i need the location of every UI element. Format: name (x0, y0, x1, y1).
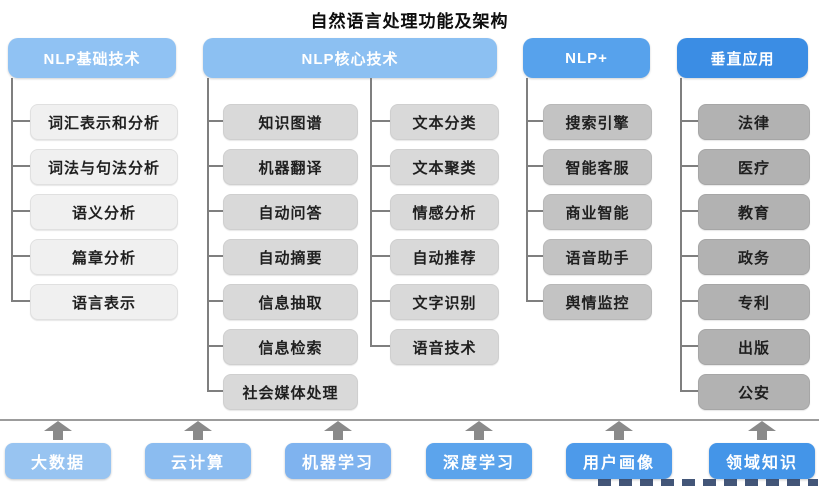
connector-vline (11, 78, 13, 301)
connector-tick (370, 255, 390, 257)
node-NLP核心技术-自动摘要: 自动摘要 (223, 239, 358, 275)
connector-tick (11, 255, 30, 257)
node-NLP基础技术-篇章分析: 篇章分析 (30, 239, 178, 275)
foundation-separator-line (0, 419, 819, 421)
connector-vline (526, 78, 528, 301)
connector-tick (207, 255, 223, 257)
node-NLP核心技术-知识图谱: 知识图谱 (223, 104, 358, 140)
connector-tick (207, 300, 223, 302)
connector-tick (207, 165, 223, 167)
connector-tick (680, 210, 698, 212)
foundation-box-机器学习: 机器学习 (285, 443, 391, 479)
connector-tick (11, 300, 30, 302)
node-NLP+-商业智能: 商业智能 (543, 194, 652, 230)
up-arrow-icon (44, 421, 72, 440)
connector-tick (680, 120, 698, 122)
column-header-3: 垂直应用 (677, 38, 808, 78)
connector-vline (207, 78, 209, 391)
node-NLP核心技术-情感分析: 情感分析 (390, 194, 499, 230)
up-arrow-icon (748, 421, 776, 440)
foundation-unit-云计算: 云计算 (145, 421, 251, 481)
foundation-unit-大数据: 大数据 (5, 421, 111, 481)
node-NLP核心技术-社会媒体处理: 社会媒体处理 (223, 374, 358, 410)
node-垂直应用-专利: 专利 (698, 284, 810, 320)
foundation-unit-用户画像: 用户画像 (566, 421, 672, 481)
watermark-remnant (598, 479, 818, 486)
connector-tick (680, 255, 698, 257)
connector-tick (370, 345, 390, 347)
node-NLP基础技术-语言表示: 语言表示 (30, 284, 178, 320)
foundation-box-领域知识: 领域知识 (709, 443, 815, 479)
up-arrow-icon (324, 421, 352, 440)
connector-tick (11, 165, 30, 167)
node-垂直应用-法律: 法律 (698, 104, 810, 140)
node-NLP核心技术-机器翻译: 机器翻译 (223, 149, 358, 185)
node-NLP+-舆情监控: 舆情监控 (543, 284, 652, 320)
connector-tick (370, 210, 390, 212)
node-NLP+-智能客服: 智能客服 (543, 149, 652, 185)
foundation-unit-领域知识: 领域知识 (709, 421, 815, 481)
foundation-unit-深度学习: 深度学习 (426, 421, 532, 481)
node-NLP核心技术-信息检索: 信息检索 (223, 329, 358, 365)
connector-tick (680, 390, 698, 392)
node-垂直应用-政务: 政务 (698, 239, 810, 275)
connector-vline (680, 78, 682, 391)
node-NLP核心技术-文本聚类: 文本聚类 (390, 149, 499, 185)
node-NLP核心技术-自动推荐: 自动推荐 (390, 239, 499, 275)
connector-tick (680, 300, 698, 302)
column-header-0: NLP基础技术 (8, 38, 176, 78)
connector-tick (526, 210, 543, 212)
node-NLP+-语音助手: 语音助手 (543, 239, 652, 275)
node-NLP核心技术-信息抽取: 信息抽取 (223, 284, 358, 320)
foundation-box-深度学习: 深度学习 (426, 443, 532, 479)
up-arrow-icon (465, 421, 493, 440)
node-垂直应用-公安: 公安 (698, 374, 810, 410)
connector-tick (526, 255, 543, 257)
connector-tick (207, 210, 223, 212)
node-垂直应用-教育: 教育 (698, 194, 810, 230)
node-NLP核心技术-文本分类: 文本分类 (390, 104, 499, 140)
connector-tick (370, 120, 390, 122)
node-垂直应用-出版: 出版 (698, 329, 810, 365)
foundation-box-云计算: 云计算 (145, 443, 251, 479)
diagram-title: 自然语言处理功能及架构 (310, 12, 509, 31)
connector-tick (526, 300, 543, 302)
node-NLP+-搜索引擎: 搜索引擎 (543, 104, 652, 140)
up-arrow-icon (605, 421, 633, 440)
connector-tick (207, 390, 223, 392)
node-NLP核心技术-语音技术: 语音技术 (390, 329, 499, 365)
node-NLP基础技术-词汇表示和分析: 词汇表示和分析 (30, 104, 178, 140)
connector-tick (526, 120, 543, 122)
connector-tick (680, 165, 698, 167)
column-header-1: NLP核心技术 (203, 38, 497, 78)
connector-tick (11, 120, 30, 122)
node-NLP核心技术-自动问答: 自动问答 (223, 194, 358, 230)
connector-vline (370, 78, 372, 346)
connector-tick (680, 345, 698, 347)
connector-tick (207, 345, 223, 347)
node-垂直应用-医疗: 医疗 (698, 149, 810, 185)
connector-tick (207, 120, 223, 122)
foundation-box-用户画像: 用户画像 (566, 443, 672, 479)
node-NLP基础技术-词法与句法分析: 词法与句法分析 (30, 149, 178, 185)
connector-tick (526, 165, 543, 167)
node-NLP基础技术-语义分析: 语义分析 (30, 194, 178, 230)
foundation-box-大数据: 大数据 (5, 443, 111, 479)
column-header-2: NLP+ (523, 38, 650, 78)
foundation-unit-机器学习: 机器学习 (285, 421, 391, 481)
connector-tick (370, 300, 390, 302)
connector-tick (11, 210, 30, 212)
up-arrow-icon (184, 421, 212, 440)
connector-tick (370, 165, 390, 167)
node-NLP核心技术-文字识别: 文字识别 (390, 284, 499, 320)
